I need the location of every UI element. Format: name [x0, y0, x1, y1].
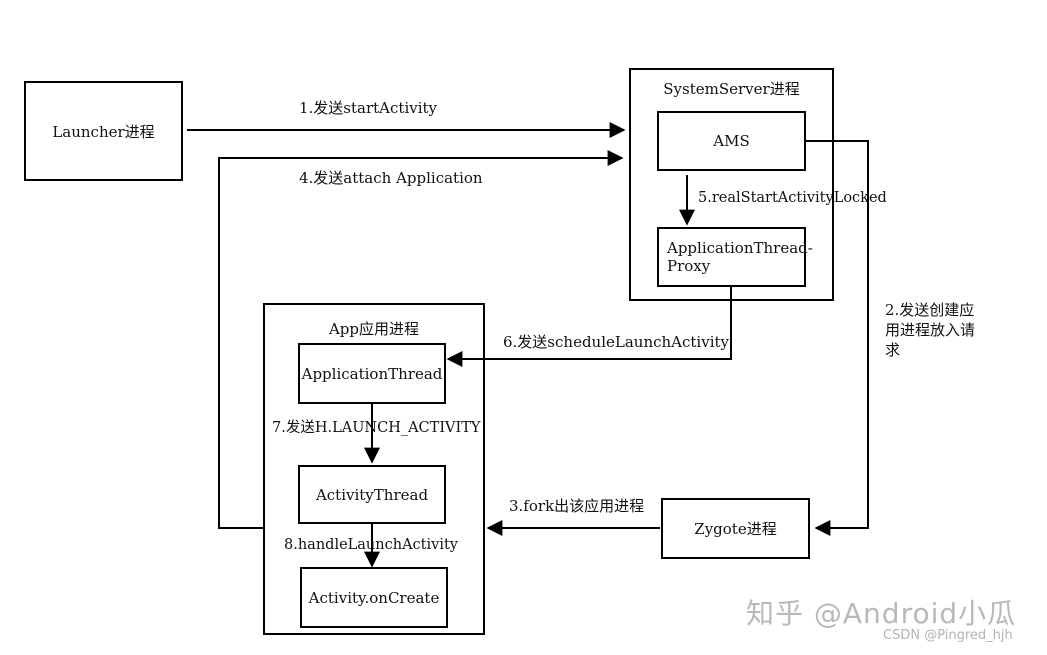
app-process-container: App应用进程 — [263, 303, 485, 635]
edge-label-step5: 5.realStartActivityLocked — [698, 190, 887, 206]
applicationthread-label: ApplicationThread — [301, 364, 443, 383]
edge-label-step4: 4.发送attach Application — [299, 169, 483, 187]
zygote-label: Zygote进程 — [694, 520, 777, 538]
edge-label-step8: 8.handleLaunchActivity — [284, 537, 458, 553]
activitythread-label: ActivityThread — [315, 485, 429, 504]
systemserver-process-container: SystemServer进程 — [629, 68, 834, 301]
ams-label: AMS — [713, 132, 750, 150]
edge-label-step2-line2: 用进程放入请 — [885, 321, 976, 339]
launcher-label: Launcher进程 — [52, 122, 155, 141]
activity-oncreate-box: Activity.onCreate — [300, 567, 448, 628]
arrow-step4 — [218, 150, 624, 529]
csdn-watermark: CSDN @Pingred_hjh — [883, 628, 1013, 643]
app-process-title: App应用进程 — [328, 320, 420, 338]
proxy-label-line1: ApplicationThread- — [667, 239, 813, 257]
edge-label-step1: 1.发送startActivity — [299, 99, 438, 117]
activitythread-box: ActivityThread — [298, 465, 446, 524]
systemserver-title: SystemServer进程 — [663, 80, 800, 98]
edge-label-step2: 2.发送创建应 用进程放入请 求 — [885, 300, 995, 360]
ams-box: AMS — [657, 111, 806, 171]
zhihu-watermark: 知乎 @Android小瓜 — [746, 597, 1017, 630]
applicationthread-proxy-box: ApplicationThread- Proxy — [657, 227, 813, 287]
activity-oncreate-label: Activity.onCreate — [308, 588, 440, 607]
edge-label-step2-line3: 求 — [885, 341, 901, 359]
zygote-process-box: Zygote进程 — [661, 498, 810, 559]
edge-label-step2-line1: 2.发送创建应 — [885, 301, 975, 319]
launcher-process-box: Launcher进程 — [24, 81, 183, 181]
edge-label-step3: 3.fork出该应用进程 — [509, 497, 645, 515]
arrow-step6 — [446, 287, 732, 367]
arrow-step2 — [806, 140, 869, 536]
proxy-label-line2: Proxy — [667, 257, 711, 275]
edge-label-step6: 6.发送scheduleLaunchActivity — [503, 333, 730, 351]
applicationthread-box: ApplicationThread — [298, 343, 446, 404]
edge-label-step7: 7.发送H.LAUNCH_ACTIVITY — [272, 420, 481, 436]
